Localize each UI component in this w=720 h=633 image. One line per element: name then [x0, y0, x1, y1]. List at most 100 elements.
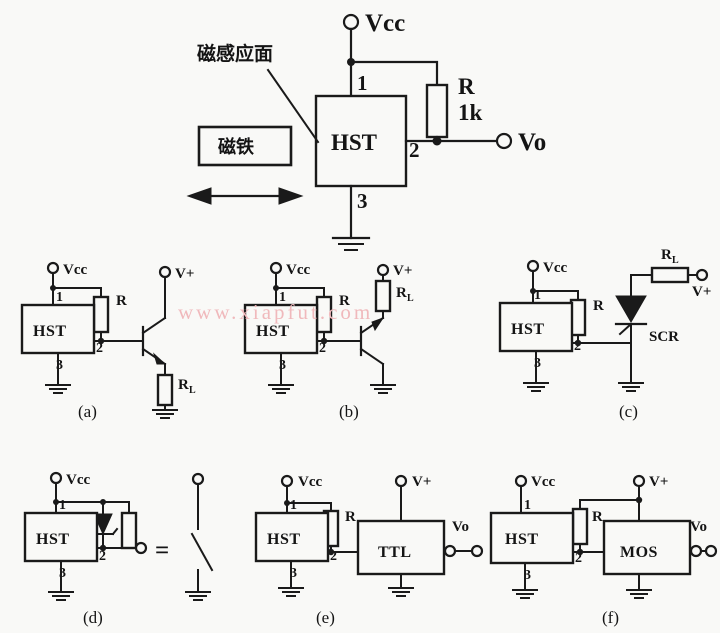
c-vplus-terminal[interactable]	[695, 268, 709, 282]
subcircuit-f: Vcc R HST 1 2 3 MOS V	[489, 474, 718, 627]
e-caption: (e)	[316, 608, 335, 627]
b-base-junction	[320, 337, 328, 345]
a-vcc-terminal[interactable]	[46, 261, 60, 275]
f-vplus-terminal[interactable]	[632, 474, 646, 488]
f-inverting-bubble	[689, 544, 703, 558]
f-resistor-label: R	[592, 509, 603, 525]
a-load-subscript: L	[189, 385, 196, 396]
main-vcc-terminal[interactable]	[342, 13, 360, 31]
b-r-top-wire	[275, 287, 325, 298]
d-switch-top-terminal[interactable]	[191, 472, 205, 486]
d-hst-label: HST	[36, 531, 70, 548]
d-vcc-terminal[interactable]	[49, 471, 63, 485]
main-r-top-wire	[349, 60, 439, 87]
e-vplus-terminal[interactable]	[394, 474, 408, 488]
b-resistor-body	[315, 295, 333, 334]
a-load-resistor	[156, 373, 174, 407]
b-hst-label: HST	[256, 323, 290, 340]
subcircuit-b: Vcc R HST 1 2 3	[243, 261, 414, 421]
c-gate-junction	[574, 339, 582, 347]
main-vcc-label: Vcc	[365, 10, 405, 37]
d-caption: (d)	[83, 608, 103, 627]
d-equals-sign: =	[155, 537, 169, 564]
e-ttl-label: TTL	[378, 544, 412, 561]
main-pin1-label: 1	[357, 71, 368, 95]
b-load-subscript: L	[407, 293, 414, 304]
c-vcc-terminal[interactable]	[526, 259, 540, 273]
c-pin2-label: 2	[574, 339, 581, 354]
a-r-top-wire	[52, 287, 102, 298]
a-vplus-label: V+	[175, 266, 194, 282]
d-pin2-label: 2	[99, 549, 106, 564]
f-vcc-label: Vcc	[531, 474, 555, 490]
main-output-junction	[432, 136, 442, 146]
e-vplus-label: V+	[412, 474, 431, 490]
f-vo-label: Vo	[690, 519, 707, 535]
b-npn-transistor	[359, 310, 385, 386]
a-pin1-label: 1	[56, 290, 63, 305]
e-vo-terminal[interactable]	[470, 544, 484, 558]
f-logic-input-junction	[576, 548, 584, 556]
e-hst-label: HST	[267, 531, 301, 548]
b-vplus-label: V+	[393, 263, 412, 279]
main-vo-label: Vo	[518, 129, 546, 156]
f-vcc-terminal[interactable]	[514, 474, 528, 488]
a-npn-transistor	[141, 278, 167, 376]
f-pin2-label: 2	[575, 551, 582, 566]
d-resistor-body	[120, 511, 138, 550]
e-resistor-label: R	[345, 509, 356, 525]
e-inverting-bubble	[443, 544, 457, 558]
b-vcc-terminal[interactable]	[269, 261, 283, 275]
f-vplus-label: V+	[649, 474, 668, 490]
c-ground-symbol	[523, 382, 549, 392]
f-r-top-wire	[579, 499, 640, 510]
b-load-resistor	[374, 279, 392, 313]
subcircuit-a: Vcc R HST 1 2 3	[20, 261, 196, 421]
e-vo-label: Vo	[452, 519, 469, 535]
b-resistor-label: R	[339, 293, 350, 309]
main-pin3-label: 3	[357, 189, 368, 213]
subcircuit-c: Vcc R HST 1 2 3	[498, 247, 711, 421]
a-hst-label: HST	[33, 323, 67, 340]
a-vplus-terminal[interactable]	[158, 265, 172, 279]
main-resistor-label: R	[458, 74, 475, 99]
d-vcc-label: Vcc	[66, 472, 90, 488]
a-pin3-label: 3	[56, 358, 63, 373]
b-caption: (b)	[339, 402, 359, 421]
f-mos-box	[602, 519, 692, 576]
b-vcc-label: Vcc	[286, 262, 310, 278]
c-caption: (c)	[619, 402, 638, 421]
e-vcc-terminal[interactable]	[280, 474, 294, 488]
e-hst-box	[254, 511, 330, 563]
f-hst-label: HST	[505, 531, 539, 548]
a-load-label: R	[178, 377, 189, 393]
d-output-terminal[interactable]	[134, 541, 148, 555]
a-pin2-label: 2	[96, 341, 103, 356]
f-resistor-body	[571, 507, 589, 546]
a-base-junction	[97, 337, 105, 345]
c-load-subscript: L	[672, 255, 679, 266]
magnet-motion-arrow	[186, 187, 304, 205]
main-vo-terminal[interactable]	[495, 132, 513, 150]
magnet-label: 磁铁	[218, 136, 254, 158]
c-hst-label: HST	[511, 321, 545, 338]
f-pin3-label: 3	[524, 568, 531, 583]
c-pin3-label: 3	[534, 356, 541, 371]
e-logic-input-junction	[327, 548, 335, 556]
c-pin1-label: 1	[534, 288, 541, 303]
a-load-ground-symbol	[152, 409, 178, 419]
subcircuit-e: Vcc R HST 1 2 3 TTL V	[254, 474, 484, 627]
b-pin3-label: 3	[279, 358, 286, 373]
c-cathode-ground-symbol	[618, 382, 644, 392]
e-ground-symbol	[278, 587, 304, 597]
b-vplus-terminal[interactable]	[376, 263, 390, 277]
f-mos-label: MOS	[620, 544, 658, 561]
main-resistor-value: 1k	[458, 100, 483, 125]
b-load-label: R	[396, 285, 407, 301]
f-vo-terminal[interactable]	[704, 544, 718, 558]
f-ground-symbol	[512, 589, 538, 599]
c-vcc-label: Vcc	[543, 260, 567, 276]
c-load-resistor	[650, 266, 690, 284]
subcircuit-d: Vcc HST 1 2 3	[23, 471, 214, 627]
